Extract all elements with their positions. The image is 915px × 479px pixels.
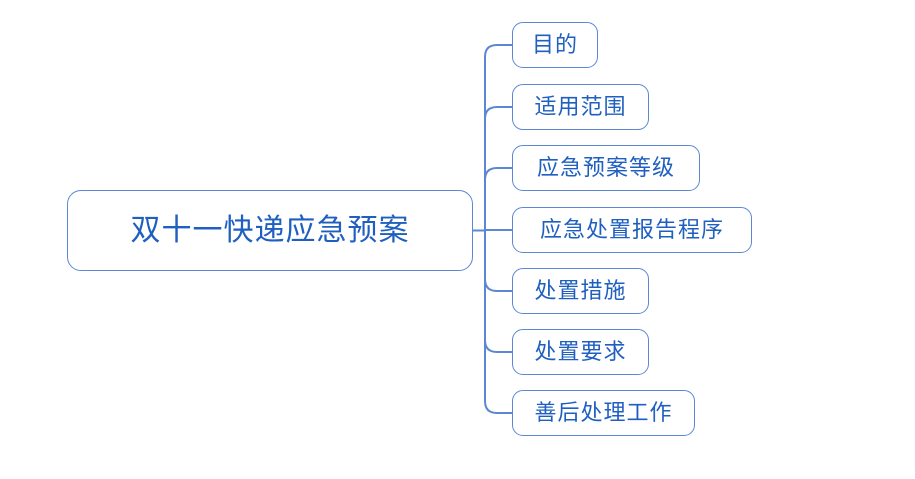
child-node-3-label: 应急处置报告程序 bbox=[539, 217, 724, 242]
child-node-1-label: 适用范围 bbox=[534, 94, 627, 119]
child-node-4-label: 处置措施 bbox=[534, 278, 627, 303]
root-node-label: 双十一快递应急预案 bbox=[130, 213, 410, 247]
connector-branch-0 bbox=[484, 44, 513, 232]
connector-branch-5 bbox=[484, 229, 513, 353]
child-node-1[interactable]: 适用范围 bbox=[512, 84, 649, 130]
connector-branch-6 bbox=[484, 229, 513, 414]
child-node-4[interactable]: 处置措施 bbox=[512, 268, 649, 314]
connector-branch-1 bbox=[484, 106, 513, 232]
child-node-6[interactable]: 善后处理工作 bbox=[512, 390, 695, 436]
child-node-2-label: 应急预案等级 bbox=[536, 155, 675, 180]
child-node-0[interactable]: 目的 bbox=[512, 22, 598, 68]
child-node-0-label: 目的 bbox=[531, 32, 578, 57]
child-node-2[interactable]: 应急预案等级 bbox=[512, 145, 700, 191]
connector-branch-4 bbox=[484, 229, 513, 292]
connector-branch-2 bbox=[484, 167, 513, 232]
child-node-5[interactable]: 处置要求 bbox=[512, 329, 649, 375]
child-node-6-label: 善后处理工作 bbox=[534, 400, 673, 425]
child-node-3[interactable]: 应急处置报告程序 bbox=[512, 207, 752, 253]
root-node[interactable]: 双十一快递应急预案 bbox=[67, 190, 473, 271]
child-node-5-label: 处置要求 bbox=[534, 339, 627, 364]
